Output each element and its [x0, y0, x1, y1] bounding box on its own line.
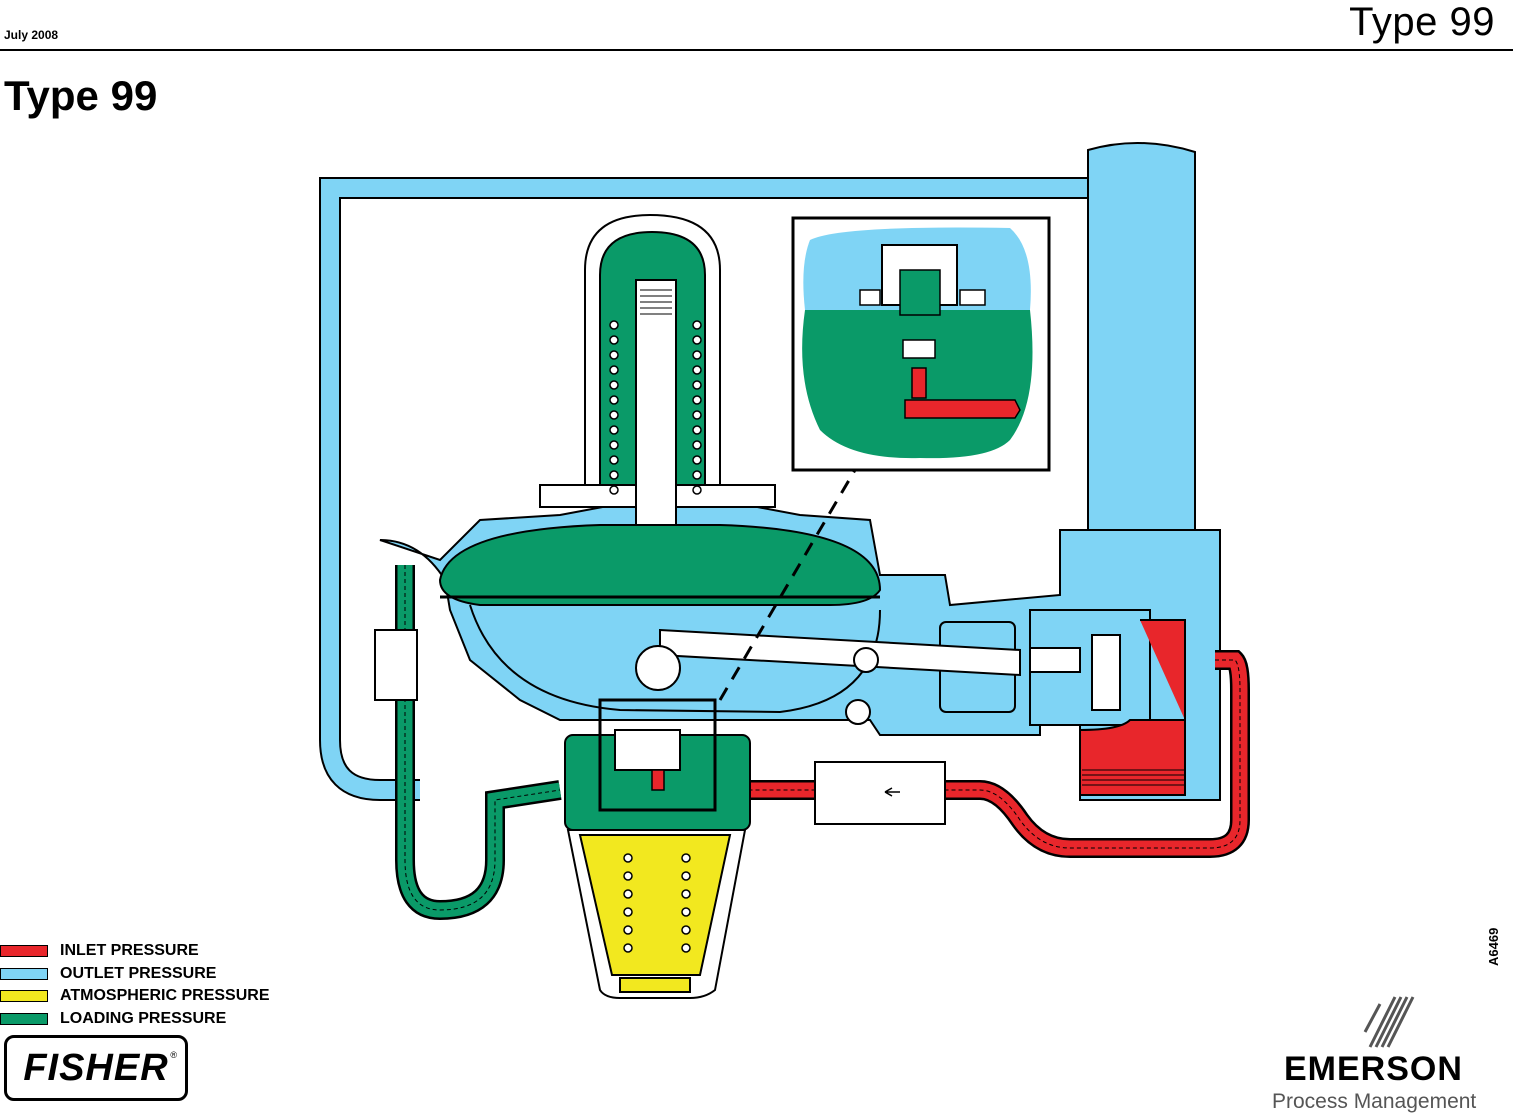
header-type-label: Type 99	[1349, 0, 1495, 44]
emerson-logo: EMERSON Process Management	[1270, 992, 1510, 1116]
diaphragm-case	[438, 524, 882, 714]
inlet-valve-body	[1079, 619, 1186, 796]
pilot-body	[564, 729, 751, 831]
pressure-legend: INLET PRESSURE OUTLET PRESSURE ATMOSPHER…	[0, 940, 270, 1030]
fisher-logo: FISHER ®	[4, 1035, 188, 1101]
legend-item-atmospheric: ATMOSPHERIC PRESSURE	[0, 985, 270, 1008]
legend-item-loading: LOADING PRESSURE	[0, 1008, 270, 1031]
emerson-division: Process Management	[1272, 1090, 1477, 1113]
page-title: Type 99	[4, 72, 158, 119]
drawing-code: A6469	[1486, 927, 1501, 966]
inlet-supply-tubing	[650, 650, 1250, 858]
legend-swatch-inlet	[0, 945, 48, 958]
header-rule	[0, 49, 1513, 51]
upper-spring-case	[539, 213, 776, 581]
pilot-spring-case	[566, 829, 747, 999]
legend-label: OUTLET PRESSURE	[60, 964, 217, 982]
legend-item-outlet: OUTLET PRESSURE	[0, 963, 270, 986]
legend-label: LOADING PRESSURE	[60, 1009, 227, 1027]
legend-swatch-atmospheric	[0, 990, 48, 1003]
registered-mark: ®	[170, 1050, 177, 1060]
legend-label: ATMOSPHERIC PRESSURE	[60, 987, 270, 1005]
header-date: July 2008	[4, 28, 59, 42]
outlet-pipe	[1087, 141, 1196, 566]
outlet-sensing-line	[319, 177, 1088, 801]
legend-label: INLET PRESSURE	[60, 942, 199, 960]
detail-callout	[598, 216, 1051, 812]
emerson-wordmark: EMERSON	[1284, 1050, 1463, 1088]
fisher-wordmark: FISHER	[23, 1046, 169, 1089]
loading-tubing	[374, 565, 562, 921]
legend-item-inlet: INLET PRESSURE	[0, 940, 270, 963]
legend-swatch-loading	[0, 1012, 48, 1025]
legend-swatch-outlet	[0, 967, 48, 980]
emerson-mark-icon	[1363, 996, 1415, 1048]
lever-assembly	[635, 628, 1081, 725]
